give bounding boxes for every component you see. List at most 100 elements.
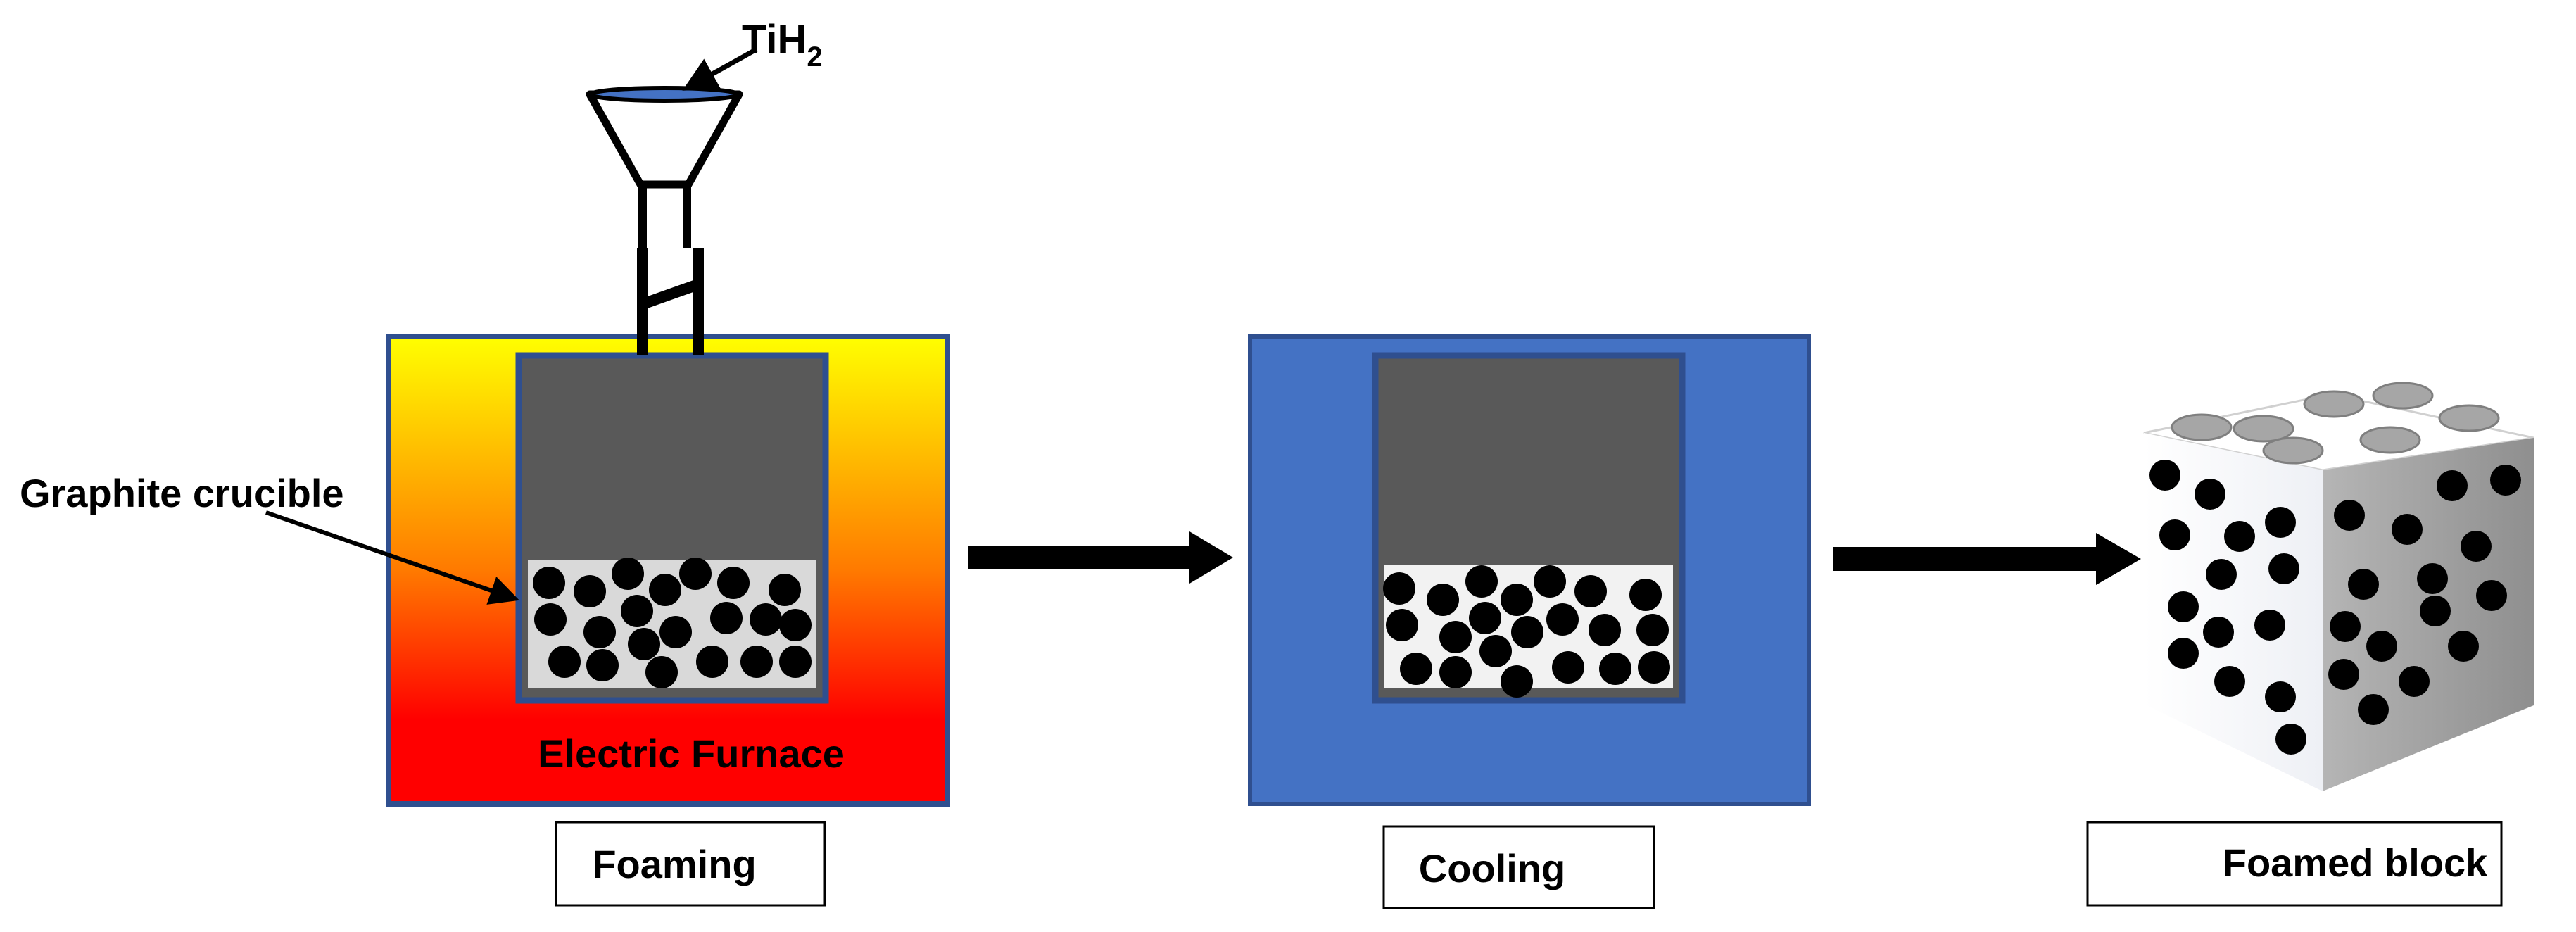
tih2-subscript: 2 <box>807 42 822 73</box>
pore <box>1546 603 1579 636</box>
pore <box>2206 559 2237 590</box>
pore <box>1501 584 1533 616</box>
step-foaming-label: Foaming <box>592 842 756 886</box>
pore <box>1534 565 1566 598</box>
pore <box>1574 575 1607 607</box>
cooling-pores <box>1383 565 1670 698</box>
process-arrow-1 <box>968 531 1233 584</box>
pore <box>696 646 728 678</box>
pore <box>779 609 812 641</box>
pore <box>1465 565 1498 598</box>
pore <box>679 558 712 590</box>
pore <box>1636 614 1669 646</box>
cooling-chamber <box>1248 334 1811 806</box>
pore <box>2348 569 2379 600</box>
pore <box>1439 656 1472 688</box>
pore <box>2330 611 2361 642</box>
pore <box>1383 572 1415 605</box>
pore <box>2366 631 2397 662</box>
pore <box>2420 596 2451 626</box>
pore <box>548 646 581 678</box>
pore <box>2417 563 2448 594</box>
step-foamed-block-label: Foamed block <box>2223 840 2488 885</box>
step-foaming-box <box>555 821 826 907</box>
pore <box>717 567 750 599</box>
funnel-icon <box>586 86 743 189</box>
step-cooling-box <box>1382 825 1655 909</box>
pore <box>2254 610 2285 641</box>
pore <box>2490 465 2521 496</box>
step-foaming: Foaming <box>555 821 826 907</box>
pore <box>534 603 567 636</box>
pore <box>1589 614 1621 646</box>
pore <box>2392 514 2423 545</box>
top-pore <box>2359 426 2421 454</box>
funnel-liquid <box>589 86 740 103</box>
step-cooling-label: Cooling <box>1419 846 1565 890</box>
pore <box>2168 591 2199 622</box>
pore <box>2265 681 2296 712</box>
funnel-tube <box>637 187 704 355</box>
pore <box>2437 470 2468 501</box>
furnace-pores <box>533 558 812 688</box>
tih2-label: TiH2 <box>682 17 823 91</box>
top-pore <box>2372 382 2434 410</box>
pore <box>2334 500 2365 531</box>
pore <box>1439 621 1472 653</box>
graphite-crucible-label: Graphite crucible <box>20 471 344 515</box>
tih2-main: TiH <box>742 17 807 63</box>
pore <box>2399 666 2430 697</box>
pore <box>1386 609 1418 641</box>
pore <box>1599 653 1631 685</box>
step-foamed-block: Foamed block <box>2086 821 2503 907</box>
pore <box>2159 519 2190 550</box>
block-face-pores <box>2149 460 2521 755</box>
pore <box>1400 653 1432 685</box>
pore <box>1629 579 1662 611</box>
top-pore <box>2262 436 2324 465</box>
block-top-pores <box>2171 382 2500 465</box>
step-foamed-block-box <box>2086 821 2503 907</box>
top-pore <box>2438 404 2500 432</box>
pore <box>1638 651 1670 684</box>
pore <box>750 603 782 636</box>
pore <box>740 646 773 678</box>
pore <box>1479 635 1512 667</box>
pore <box>621 595 653 627</box>
pore <box>1511 616 1543 648</box>
pore <box>1552 651 1584 684</box>
pore <box>2268 553 2299 584</box>
electric-furnace-label: Electric Furnace <box>538 731 845 776</box>
top-pore <box>2233 415 2294 443</box>
pore <box>2275 724 2306 755</box>
pore <box>649 574 681 606</box>
svg-text:TiH2: TiH2 <box>742 17 823 73</box>
pore <box>2224 521 2255 552</box>
pore <box>2461 531 2492 562</box>
pore <box>2168 638 2199 669</box>
pore <box>2203 617 2234 648</box>
top-pore <box>2303 390 2365 418</box>
pore <box>769 574 801 606</box>
pore <box>645 656 678 688</box>
electric-furnace: Electric Furnace <box>386 334 950 807</box>
pore <box>1427 584 1459 616</box>
pore <box>2265 507 2296 538</box>
pore <box>628 628 660 660</box>
pore <box>779 646 812 678</box>
pore <box>574 575 606 607</box>
pore <box>2476 580 2507 611</box>
tih2-arrow <box>682 46 758 91</box>
pore <box>1469 602 1501 634</box>
foamed-block <box>2143 382 2534 791</box>
pore <box>2214 666 2245 697</box>
pore <box>533 567 565 599</box>
step-cooling: Cooling <box>1382 825 1655 909</box>
pore <box>659 616 692 648</box>
pore <box>710 602 743 634</box>
pore <box>586 649 619 681</box>
pore <box>2328 659 2359 690</box>
pore <box>583 616 616 648</box>
graphite-crucible-arrow <box>265 510 519 605</box>
